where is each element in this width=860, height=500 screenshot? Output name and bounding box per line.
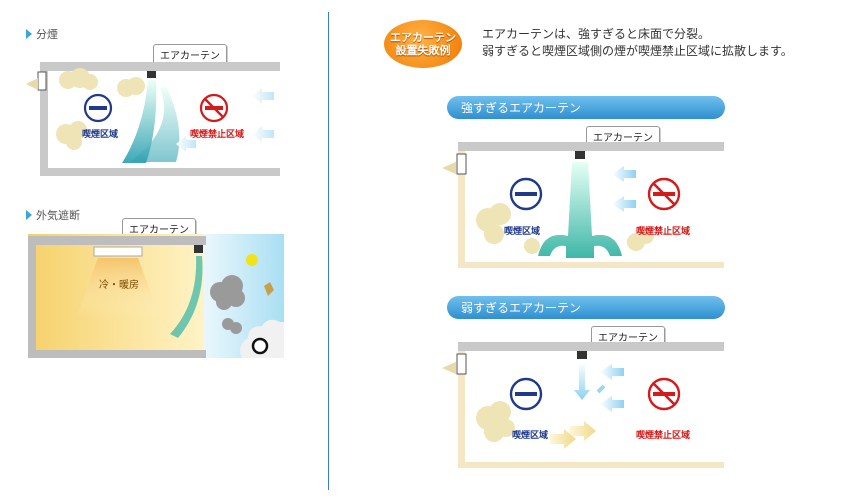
weak-curtain-flow	[574, 362, 590, 400]
badge-line2: 設置失敗例	[395, 44, 451, 57]
badge-line1: エアカーテン	[390, 31, 456, 44]
ac-label: 冷・暖房	[99, 280, 139, 291]
ceiling	[458, 342, 724, 351]
floor	[458, 462, 724, 468]
nonsmoking-area-label-1: 喫煙禁止区域	[190, 130, 245, 140]
wall	[458, 151, 465, 268]
dust-particle	[264, 282, 274, 296]
splitting-curtain-flow	[538, 162, 622, 258]
smoke-clouds	[476, 401, 515, 442]
fresh-air-arrow	[252, 88, 274, 104]
floor	[458, 262, 724, 268]
curtain-flow	[122, 80, 157, 163]
door	[456, 353, 467, 375]
sun-icon	[246, 254, 258, 266]
curtain-unit	[577, 351, 587, 359]
fresh-air-arrow	[612, 166, 636, 182]
smoke-leak-arrow	[550, 429, 576, 449]
smoke-out-arrow	[26, 78, 38, 90]
failure-description: エアカーテンは、強すぎると床面で分裂。 弱すぎると喫煙区域側の煙が喫煙禁止区域に…	[482, 26, 793, 60]
smoking-area-label-2: 喫煙区域	[504, 227, 541, 237]
wall	[40, 71, 48, 176]
nonsmoking-area-label-3: 喫煙禁止区域	[636, 431, 691, 441]
wheel-icon	[251, 337, 269, 355]
curtain-flow-2	[130, 86, 180, 162]
nonsmoking-area-label-2: 喫煙禁止区域	[636, 227, 691, 237]
fresh-air-arrow	[612, 196, 636, 212]
smoking-area-label-1: 喫煙区域	[82, 130, 119, 140]
description-line2: 弱すぎると喫煙区域側の煙が喫煙禁止区域に拡散します。	[482, 44, 793, 58]
outside-air-block-diagram	[28, 234, 284, 358]
air-curtain-callout-2: エアカーテン	[122, 218, 196, 239]
floor	[40, 168, 280, 176]
door	[37, 71, 47, 91]
ac-airflow	[76, 258, 160, 318]
smoke-out-arrow	[442, 162, 456, 174]
fresh-air-arrow	[176, 136, 196, 152]
section-label-gaiki: 外気遮断	[26, 207, 80, 223]
separate-smoking-diagram	[26, 62, 280, 176]
curtain-unit	[147, 71, 156, 78]
ceiling	[40, 62, 280, 71]
bullet-arrow-icon	[26, 29, 32, 39]
wall	[28, 245, 36, 358]
smoke-clouds	[56, 68, 145, 150]
curtain-unit	[575, 151, 585, 159]
section-divider	[328, 12, 329, 490]
section-label-bunen: 分煙	[26, 26, 58, 42]
section-label-gaiki-text: 外気遮断	[36, 209, 80, 222]
door	[456, 153, 467, 175]
curtain-flow	[170, 256, 203, 338]
weak-curtain-diagram	[442, 342, 724, 468]
curtain-unit	[194, 245, 203, 253]
smoke-leak-arrow	[570, 421, 596, 441]
strong-curtain-title: 強すぎるエアカーテン	[447, 96, 725, 119]
air-conditioner	[93, 246, 143, 257]
ceiling	[28, 236, 206, 245]
wall	[458, 351, 465, 468]
fresh-air-arrow	[252, 126, 274, 142]
bullet-arrow-icon	[26, 210, 32, 220]
ceiling	[458, 142, 724, 151]
fresh-air-arrow	[600, 396, 624, 412]
description-line1: エアカーテンは、強すぎると床面で分裂。	[482, 27, 711, 41]
strong-curtain-diagram	[442, 142, 724, 268]
smoke-out-arrow	[442, 362, 456, 374]
floor	[28, 350, 206, 358]
section-label-bunen-text: 分煙	[36, 28, 58, 41]
exhaust-smoke	[210, 275, 245, 334]
weak-curtain-title: 弱すぎるエアカーテン	[447, 296, 725, 319]
smoke-clouds	[476, 203, 654, 254]
fresh-air-arrow	[600, 364, 624, 380]
failure-example-badge: エアカーテン 設置失敗例	[384, 20, 462, 68]
smoking-area-label-3: 喫煙区域	[512, 431, 549, 441]
